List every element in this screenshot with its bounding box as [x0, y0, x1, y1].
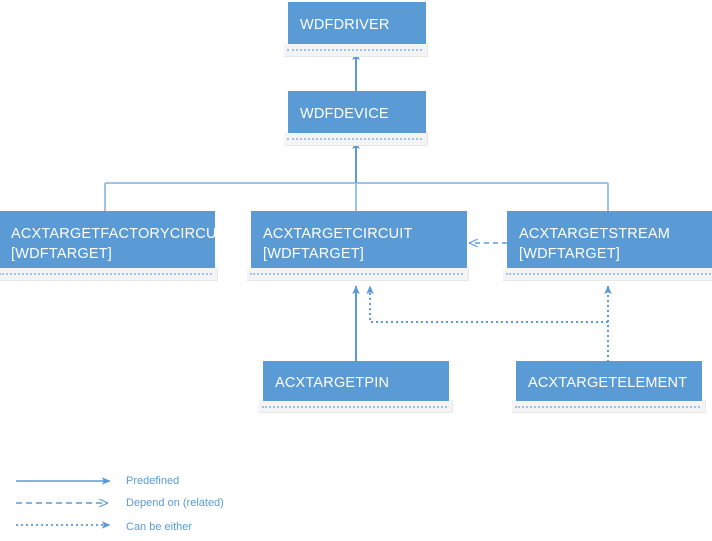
node-sublabel-acxtargetfactorycircuit: [WDFTARGET] — [11, 246, 113, 262]
legend-label-predefined: Predefined — [126, 475, 180, 487]
node-label-acxtargetfactorycircuit: ACXTARGETFACTORYCIRCUIT — [11, 226, 230, 242]
node-plate-wdfdriver — [284, 43, 428, 57]
node-sublabel-acxtargetstream: [WDFTARGET] — [519, 246, 621, 262]
node-plate-acxtargetelement — [512, 400, 706, 413]
node-acxtargetfactorycircuit[interactable]: ACXTARGETFACTORYCIRCUIT [WDFTARGET] — [0, 211, 230, 268]
node-plate-acxtargetfactorycircuit — [0, 267, 218, 281]
node-acxtargetcircuit[interactable]: ACXTARGETCIRCUIT [WDFTARGET] — [251, 211, 467, 268]
node-wdfdriver[interactable]: WDFDRIVER — [288, 2, 426, 44]
edge-acxtargetelement-to-acxtargetcircuit — [366, 285, 608, 323]
legend-label-can-be-either: Can be either — [126, 521, 193, 533]
node-label-acxtargetstream: ACXTARGETSTREAM — [519, 226, 670, 242]
node-acxtargetstream[interactable]: ACXTARGETSTREAM [WDFTARGET] — [507, 211, 712, 268]
node-acxtargetelement[interactable]: ACXTARGETELEMENT — [516, 361, 702, 401]
legend-label-depend-on: Depend on (related) — [126, 497, 224, 509]
node-plate-acxtargetpin — [259, 400, 453, 413]
node-label-acxtargetcircuit: ACXTARGETCIRCUIT — [263, 226, 413, 242]
node-plate-wdfdevice — [284, 132, 428, 146]
node-sublabel-acxtargetcircuit: [WDFTARGET] — [263, 246, 365, 262]
node-plate-acxtargetstream — [503, 267, 712, 281]
node-plate-acxtargetcircuit — [247, 267, 469, 281]
node-label-wdfdriver: WDFDRIVER — [300, 17, 390, 33]
node-label-acxtargetelement: ACXTARGETELEMENT — [528, 375, 688, 391]
node-label-acxtargetpin: ACXTARGETPIN — [275, 375, 390, 391]
node-label-wdfdevice: WDFDEVICE — [300, 106, 389, 122]
edge-bus-targets-to-wdfdevice — [104, 140, 609, 212]
node-acxtargetpin[interactable]: ACXTARGETPIN — [263, 361, 449, 401]
node-wdfdevice[interactable]: WDFDEVICE — [288, 91, 426, 133]
